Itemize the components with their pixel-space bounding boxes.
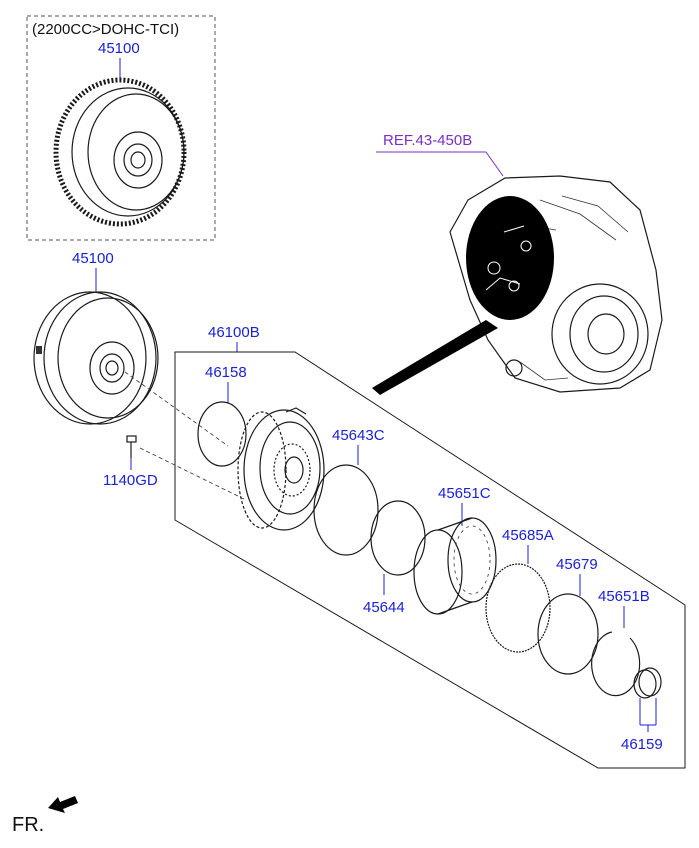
part-label-1140gd[interactable]: 1140GD [103,472,158,489]
housing-opening [466,196,554,320]
bolt-drawing[interactable] [126,435,137,458]
oil-pump-drawing[interactable] [237,407,325,531]
reference-arrow [372,320,498,395]
ring-45679-drawing[interactable] [537,593,599,675]
snap-ring-45651b-drawing[interactable] [591,631,641,697]
ring-45685a-drawing[interactable] [485,563,551,653]
housing-detail [485,225,532,292]
part-label-45679[interactable]: 45679 [556,556,598,573]
part-label-45100-alt[interactable]: 45100 [98,40,140,57]
part-label-45651c[interactable]: 45651C [438,485,491,502]
variant-box [26,15,216,241]
part-label-45685a[interactable]: 45685A [502,527,554,544]
ring-45644-drawing[interactable] [370,500,426,576]
torque-converter-drawing[interactable] [33,291,159,425]
reference-label[interactable]: REF.43-450B [383,132,472,149]
part-label-45643c[interactable]: 45643C [332,427,385,444]
part-label-45100[interactable]: 45100 [72,250,114,267]
front-direction-label: FR. [12,814,44,836]
front-arrow-icon [48,796,78,813]
part-label-46158[interactable]: 46158 [205,364,247,381]
drum-45651c-drawing[interactable] [413,517,497,615]
ring-45643c-drawing[interactable] [313,464,379,556]
part-label-46159[interactable]: 46159 [621,736,663,753]
part-label-45651b[interactable]: 45651B [598,588,650,605]
part-label-45644[interactable]: 45644 [363,599,405,616]
variant-note: (2200CC>DOHC-TCI) [32,21,179,38]
oring-46158-drawing[interactable] [197,401,247,467]
part-label-46100b[interactable]: 46100B [208,324,260,341]
seal-46159-drawing[interactable] [633,667,662,699]
assembly-outline [174,351,686,769]
torque-converter-alt-drawing[interactable] [53,77,187,227]
